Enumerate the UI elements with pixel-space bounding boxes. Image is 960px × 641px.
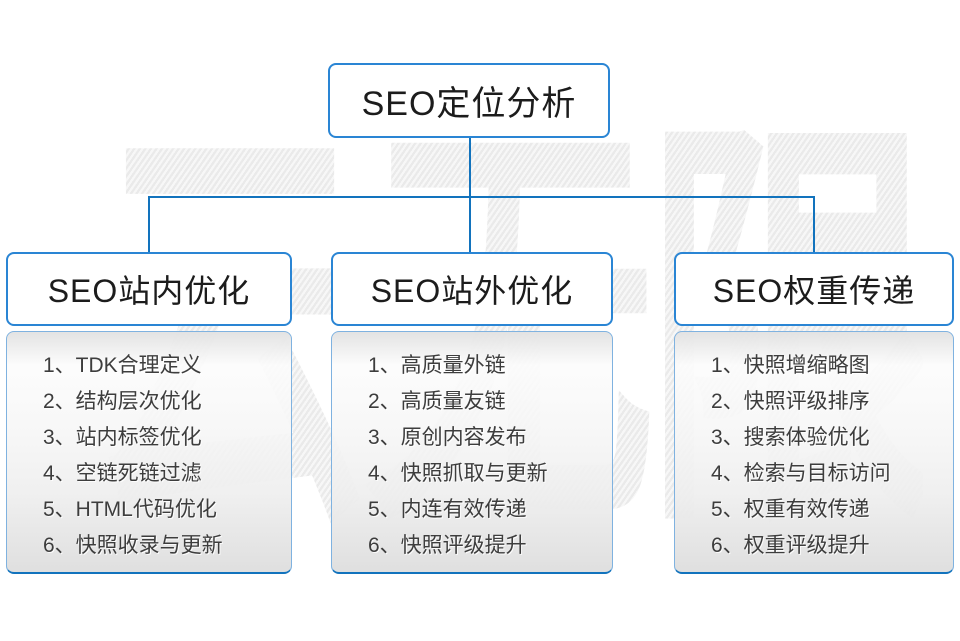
branch-node-offsite: SEO站外优化 (331, 252, 613, 326)
connector-horizontal (148, 196, 815, 198)
list-item: 6、快照收录与更新 (43, 534, 223, 557)
list-item: 5、HTML代码优化 (43, 498, 217, 521)
list-item: 1、高质量外链 (368, 354, 506, 377)
connector-root-stem (469, 138, 471, 196)
connector-branch-3-stem (813, 196, 815, 252)
root-title: SEO定位分析 (361, 85, 577, 123)
items-panel-offsite: 1、高质量外链 2、高质量友链 3、原创内容发布 4、快照抓取与更新 5、内连有… (331, 331, 613, 574)
list-item: 3、搜索体验优化 (711, 426, 870, 449)
list-item: 4、空链死链过滤 (43, 462, 202, 485)
items-panel-onsite: 1、TDK合理定义 2、结构层次优化 3、站内标签优化 4、空链死链过滤 5、H… (6, 331, 292, 574)
list-item: 4、检索与目标访问 (711, 462, 891, 485)
list-item: 4、快照抓取与更新 (368, 462, 548, 485)
connector-branch-2-stem (469, 196, 471, 252)
connector-branch-1-stem (148, 196, 150, 252)
list-item: 3、站内标签优化 (43, 426, 202, 449)
branch-title-onsite: SEO站内优化 (47, 273, 251, 309)
list-item: 5、权重有效传递 (711, 498, 870, 521)
branch-title-offsite: SEO站外优化 (370, 273, 574, 309)
branch-node-weight: SEO权重传递 (674, 252, 954, 326)
list-item: 5、内连有效传递 (368, 498, 527, 521)
list-item: 2、结构层次优化 (43, 390, 202, 413)
list-item: 3、原创内容发布 (368, 426, 527, 449)
branch-node-onsite: SEO站内优化 (6, 252, 292, 326)
list-item: 1、TDK合理定义 (43, 354, 202, 377)
list-item: 6、权重评级提升 (711, 534, 870, 557)
branch-title-weight: SEO权重传递 (712, 273, 916, 309)
root-node: SEO定位分析 (328, 63, 610, 138)
items-panel-weight: 1、快照增缩略图 2、快照评级排序 3、搜索体验优化 4、检索与目标访问 5、权… (674, 331, 954, 574)
list-item: 2、高质量友链 (368, 390, 506, 413)
list-item: 6、快照评级提升 (368, 534, 527, 557)
list-item: 2、快照评级排序 (711, 390, 870, 413)
list-item: 1、快照增缩略图 (711, 354, 870, 377)
